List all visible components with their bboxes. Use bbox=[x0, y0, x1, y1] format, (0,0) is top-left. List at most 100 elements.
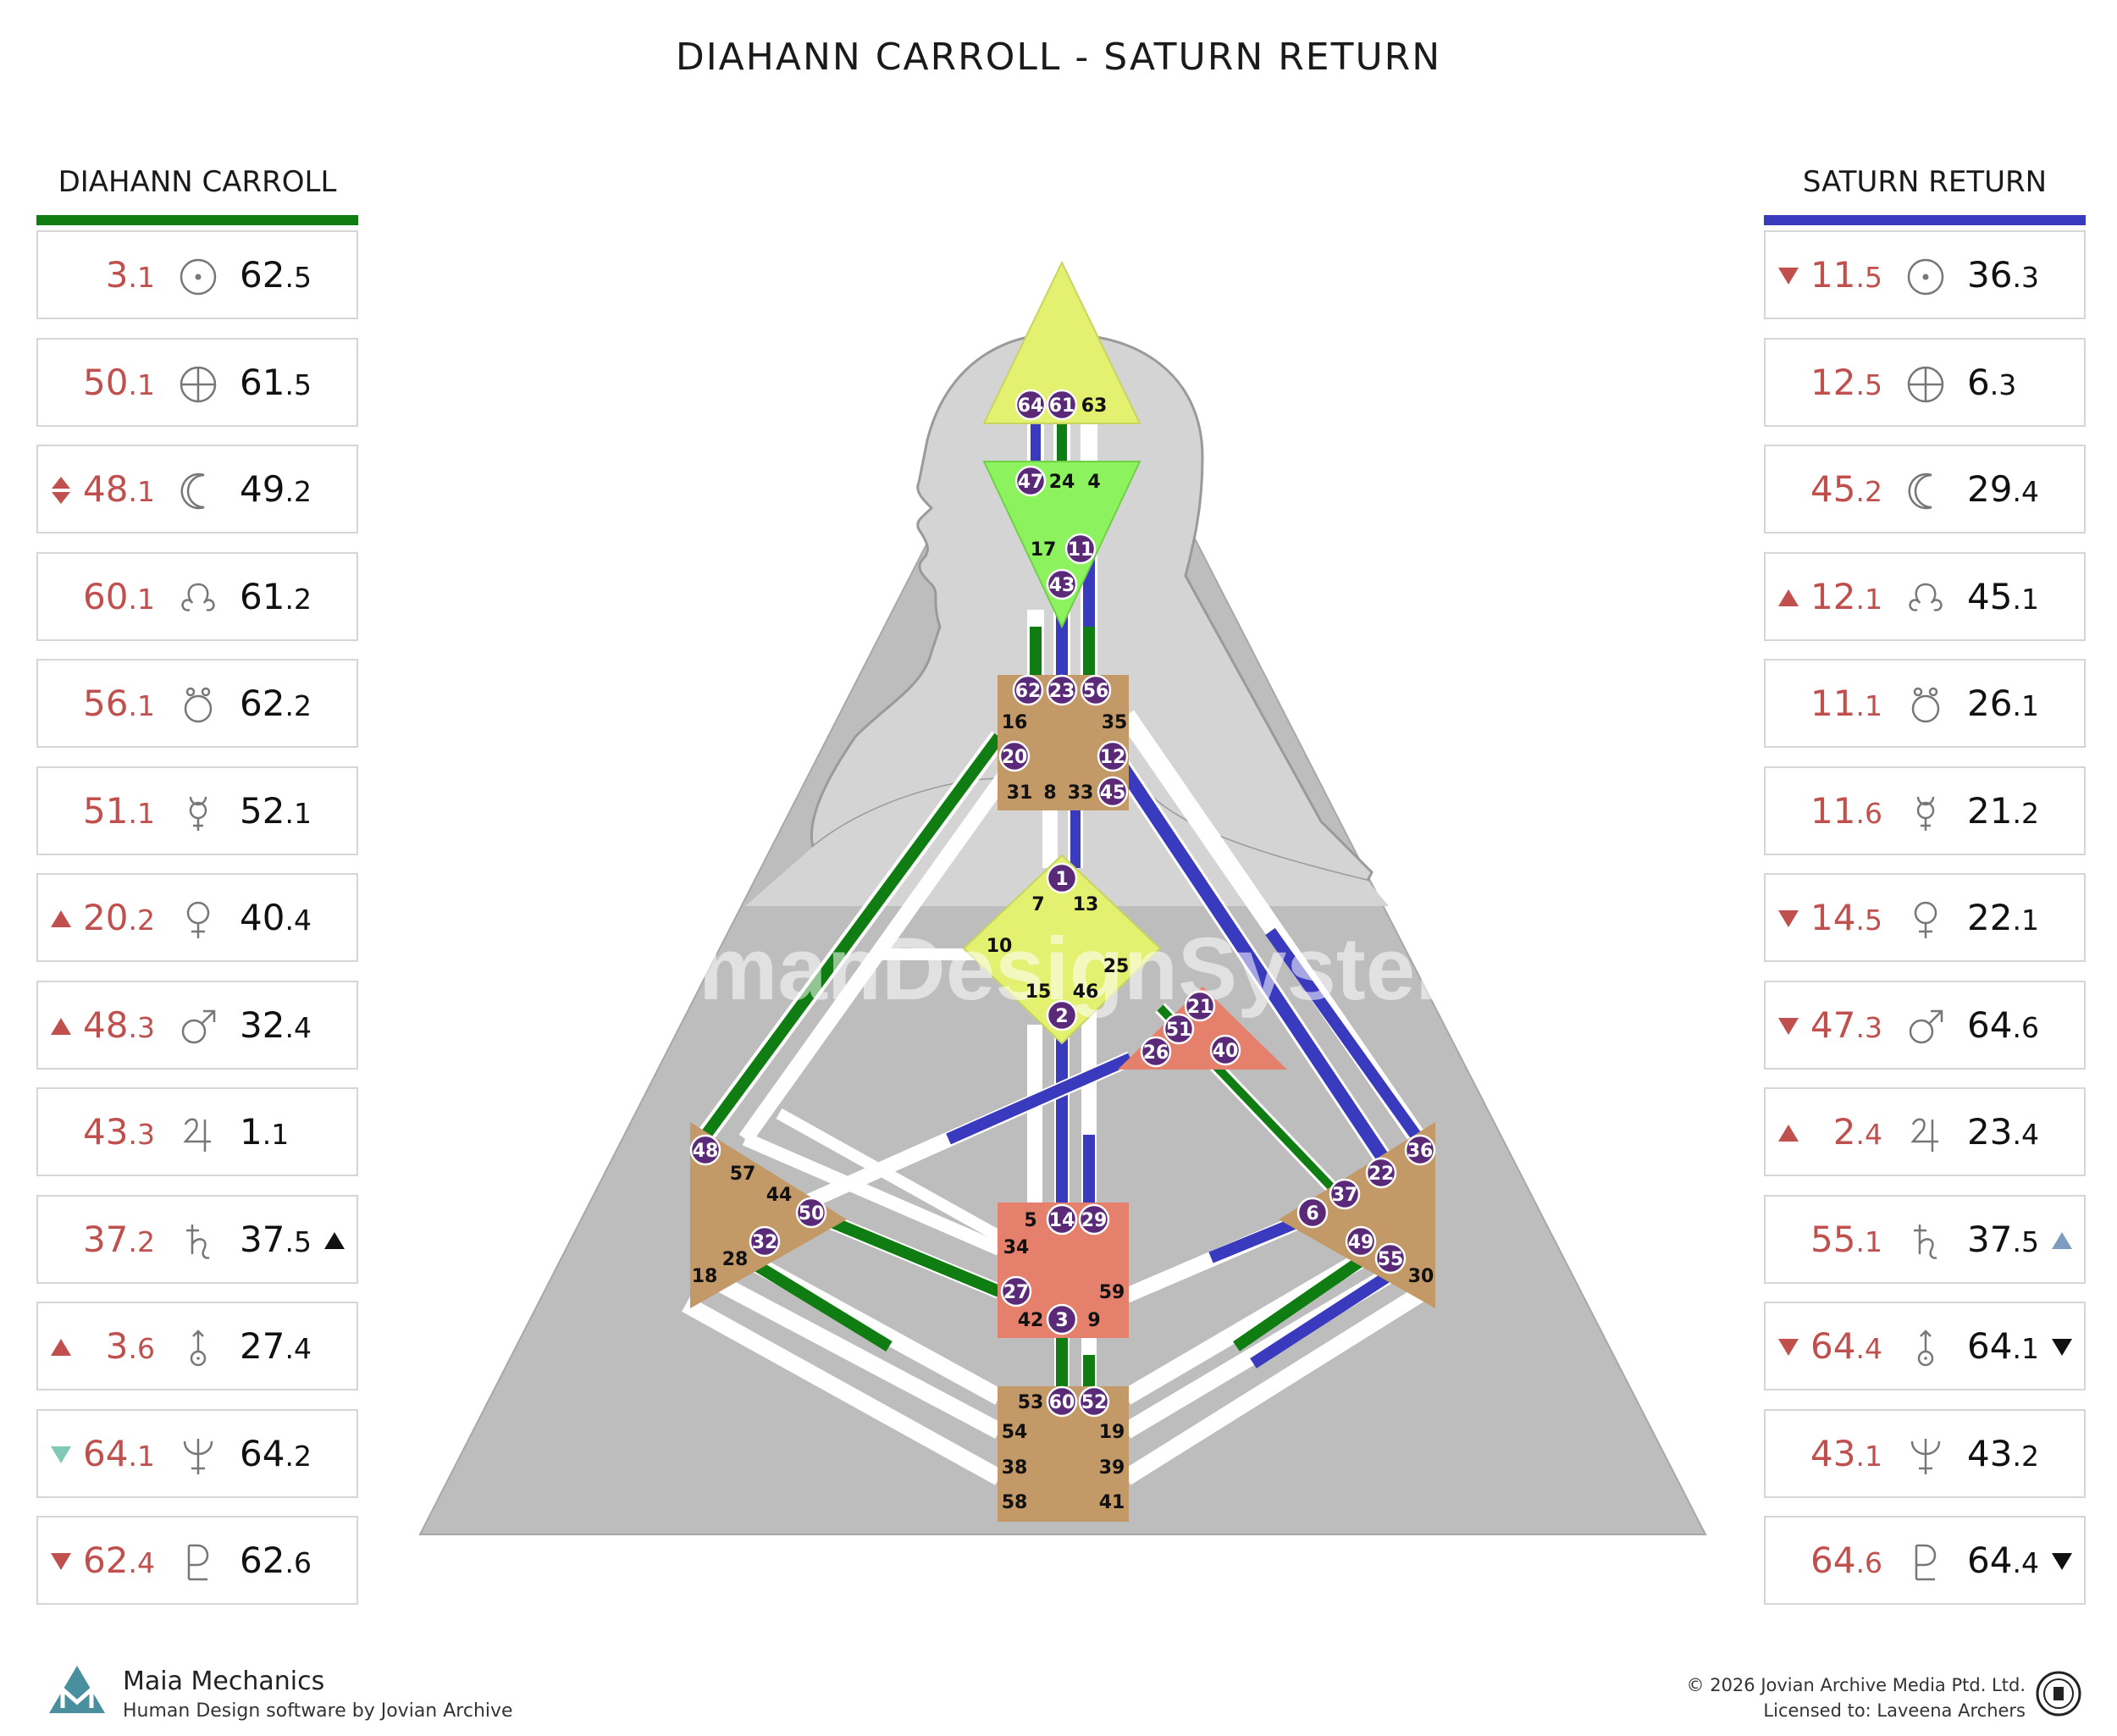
jupiter-icon bbox=[183, 1118, 211, 1152]
gate-number[interactable]: 33 bbox=[1068, 782, 1094, 804]
gate-number[interactable]: 61 bbox=[1049, 395, 1075, 417]
gate-number[interactable]: 1 bbox=[1055, 869, 1068, 890]
gate-number[interactable]: 42 bbox=[1018, 1310, 1044, 1331]
gate-number[interactable]: 31 bbox=[1007, 782, 1033, 804]
gate-number[interactable]: 36 bbox=[1407, 1141, 1434, 1162]
gate-number[interactable]: 25 bbox=[1103, 956, 1130, 977]
gate-number[interactable]: 18 bbox=[692, 1266, 718, 1287]
gate-number[interactable]: 35 bbox=[1102, 712, 1128, 733]
gate-number[interactable]: 20 bbox=[1002, 747, 1028, 768]
gate-number[interactable]: 37 bbox=[1332, 1185, 1358, 1206]
gate-number[interactable]: 44 bbox=[766, 1185, 793, 1206]
gate-number[interactable]: 10 bbox=[987, 936, 1013, 957]
gate-number[interactable]: 56 bbox=[1083, 681, 1109, 702]
gate-number[interactable]: 53 bbox=[1018, 1392, 1044, 1413]
gate-number[interactable]: 55 bbox=[1378, 1249, 1404, 1270]
gate-number[interactable]: 4 bbox=[1087, 472, 1100, 493]
gate-number[interactable]: 16 bbox=[1002, 712, 1028, 733]
gate-number[interactable]: 38 bbox=[1002, 1457, 1028, 1479]
gate-number[interactable]: 39 bbox=[1099, 1457, 1125, 1479]
gate-number[interactable]: 29 bbox=[1081, 1210, 1108, 1231]
gate-number[interactable]: 43 bbox=[1049, 575, 1075, 596]
gate-number[interactable]: 62 bbox=[1015, 681, 1042, 702]
gate-number[interactable]: 51 bbox=[1166, 1020, 1192, 1041]
gate-number[interactable]: 45 bbox=[1100, 782, 1126, 804]
gate-number[interactable]: 64 bbox=[1018, 395, 1044, 417]
gate-number[interactable]: 15 bbox=[1025, 981, 1052, 1003]
gate-number[interactable]: 28 bbox=[722, 1249, 749, 1270]
gate-number[interactable]: 8 bbox=[1043, 782, 1056, 804]
gate-number[interactable]: 3 bbox=[1055, 1310, 1068, 1331]
gate-number[interactable]: 14 bbox=[1049, 1210, 1075, 1231]
gate-number[interactable]: 13 bbox=[1073, 894, 1099, 915]
ajna-center[interactable] bbox=[982, 461, 1141, 629]
gate-number[interactable]: 23 bbox=[1049, 681, 1075, 702]
gate-number[interactable]: 58 bbox=[1002, 1492, 1028, 1513]
transit-panel-title: SATURN RETURN bbox=[1802, 165, 2048, 199]
gate-number[interactable]: 48 bbox=[693, 1141, 719, 1162]
gate-number[interactable]: 46 bbox=[1073, 981, 1099, 1003]
gate-number[interactable]: 6 bbox=[1306, 1203, 1318, 1225]
gate-number[interactable]: 49 bbox=[1348, 1232, 1374, 1253]
gate-number[interactable]: 47 bbox=[1018, 472, 1044, 493]
gate-number[interactable]: 21 bbox=[1187, 997, 1213, 1018]
gate-number[interactable]: 5 bbox=[1024, 1210, 1036, 1231]
gate-number[interactable]: 12 bbox=[1100, 747, 1126, 768]
spleen-center[interactable] bbox=[690, 1122, 847, 1308]
gate-number[interactable]: 7 bbox=[1031, 894, 1044, 915]
gate-number[interactable]: 34 bbox=[1003, 1237, 1030, 1258]
gate-number[interactable]: 22 bbox=[1368, 1164, 1395, 1185]
gate-number[interactable]: 2 bbox=[1055, 1006, 1068, 1027]
gate-activation-circle bbox=[1374, 1242, 1407, 1274]
gate-number[interactable]: 11 bbox=[1068, 539, 1094, 561]
gate-number[interactable]: 26 bbox=[1143, 1042, 1169, 1064]
gate-number[interactable]: 60 bbox=[1049, 1392, 1075, 1413]
g-center[interactable] bbox=[962, 854, 1162, 1045]
gate-number[interactable]: 52 bbox=[1081, 1392, 1108, 1413]
gate-number[interactable]: 27 bbox=[1003, 1282, 1030, 1303]
gate-number[interactable]: 57 bbox=[730, 1164, 756, 1185]
gate-activation-circle bbox=[1329, 1178, 1361, 1210]
gate-number[interactable]: 30 bbox=[1408, 1266, 1434, 1287]
gate-number[interactable]: 63 bbox=[1081, 395, 1108, 417]
gate-number[interactable]: 40 bbox=[1213, 1041, 1239, 1062]
gate-number[interactable]: 32 bbox=[752, 1232, 778, 1253]
gate-number[interactable]: 59 bbox=[1099, 1282, 1125, 1303]
mercury-icon bbox=[189, 796, 207, 831]
gate-number[interactable]: 24 bbox=[1049, 472, 1075, 493]
gate-number[interactable]: 54 bbox=[1002, 1422, 1028, 1443]
gate-number[interactable]: 17 bbox=[1031, 539, 1057, 561]
gate-number[interactable]: 41 bbox=[1099, 1492, 1125, 1513]
gate-number[interactable]: 19 bbox=[1099, 1422, 1125, 1443]
head-center[interactable] bbox=[982, 260, 1141, 424]
gate-number[interactable]: 9 bbox=[1087, 1310, 1100, 1331]
gate-number[interactable]: 50 bbox=[799, 1203, 825, 1225]
